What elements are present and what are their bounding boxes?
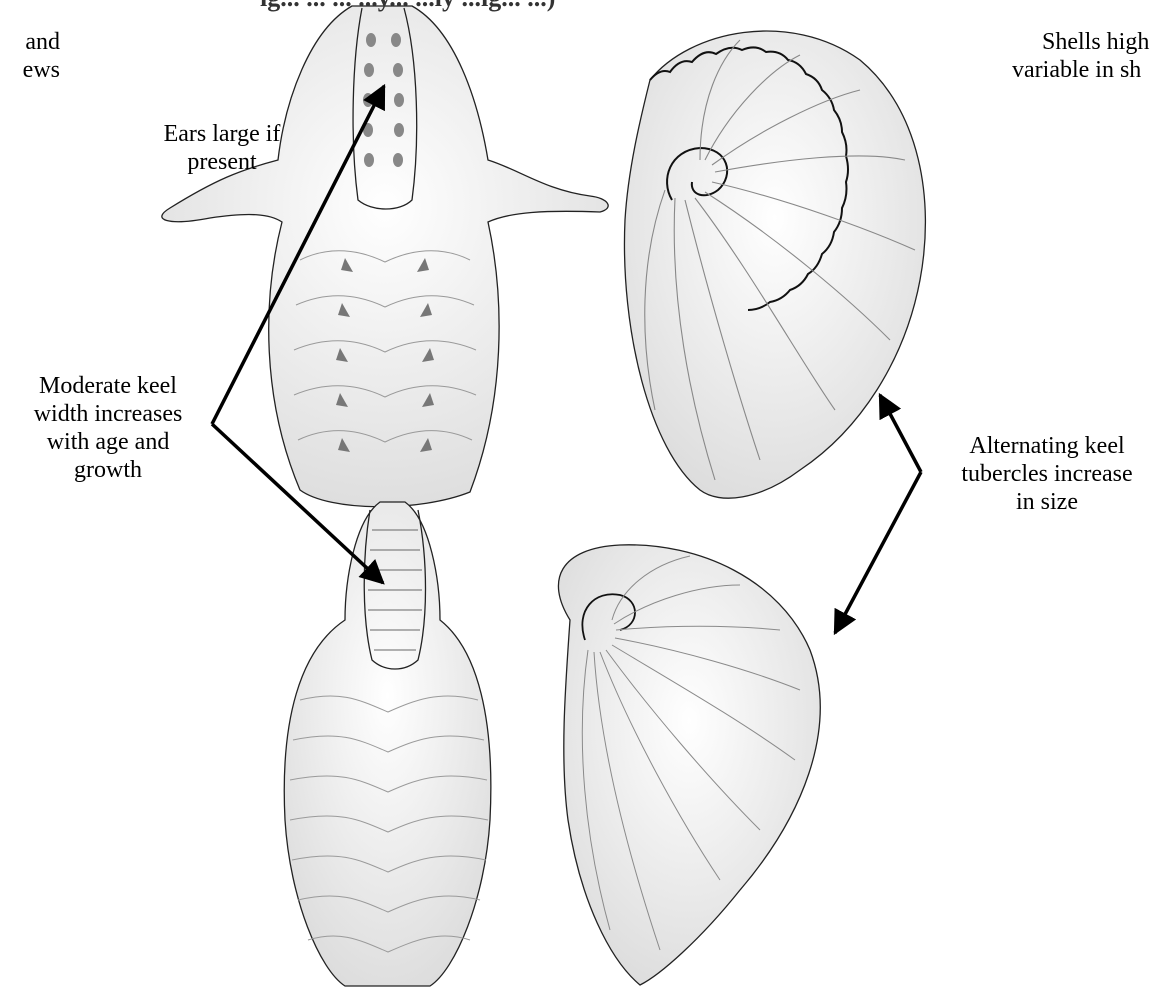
label-ears: Ears large if present xyxy=(122,120,322,176)
label-tubercles: Alternating keel tubercles increase in s… xyxy=(932,432,1162,516)
label-keel-width: Moderate keel width increases with age a… xyxy=(0,372,216,484)
shell-front-view-narrow-icon xyxy=(284,502,491,986)
arrow-to-upper-tubercles xyxy=(880,395,921,472)
label-line: width increases xyxy=(0,400,216,428)
label-left-cutoff: and ews xyxy=(0,28,60,84)
label-line: growth xyxy=(0,456,216,484)
label-line: in size xyxy=(932,488,1162,516)
label-line: and xyxy=(0,28,60,56)
label-line: tubercles increase xyxy=(932,460,1162,488)
label-right-cutoff: Shells high variable in sh xyxy=(1012,28,1176,84)
label-line: Moderate keel xyxy=(0,372,216,400)
shell-side-view-coarse-ribs-icon xyxy=(624,31,925,498)
label-line: Alternating keel xyxy=(932,432,1162,460)
label-line: variable in sh xyxy=(1012,56,1176,84)
arrow-to-lower-shell xyxy=(835,472,921,633)
label-line: with age and xyxy=(0,428,216,456)
shell-side-view-fine-ribs-icon xyxy=(558,545,820,985)
label-line: Shells high xyxy=(1012,28,1176,56)
label-line: ews xyxy=(0,56,60,84)
label-line: present xyxy=(122,148,322,176)
label-line: Ears large if xyxy=(122,120,322,148)
cut-off-title-text: ig... ... ... ...y... ...ly ...ig... ...… xyxy=(260,0,555,12)
cut-off-title: ig... ... ... ...y... ...ly ...ig... ...… xyxy=(260,0,555,12)
shell-front-view-with-ears-icon xyxy=(162,6,608,507)
